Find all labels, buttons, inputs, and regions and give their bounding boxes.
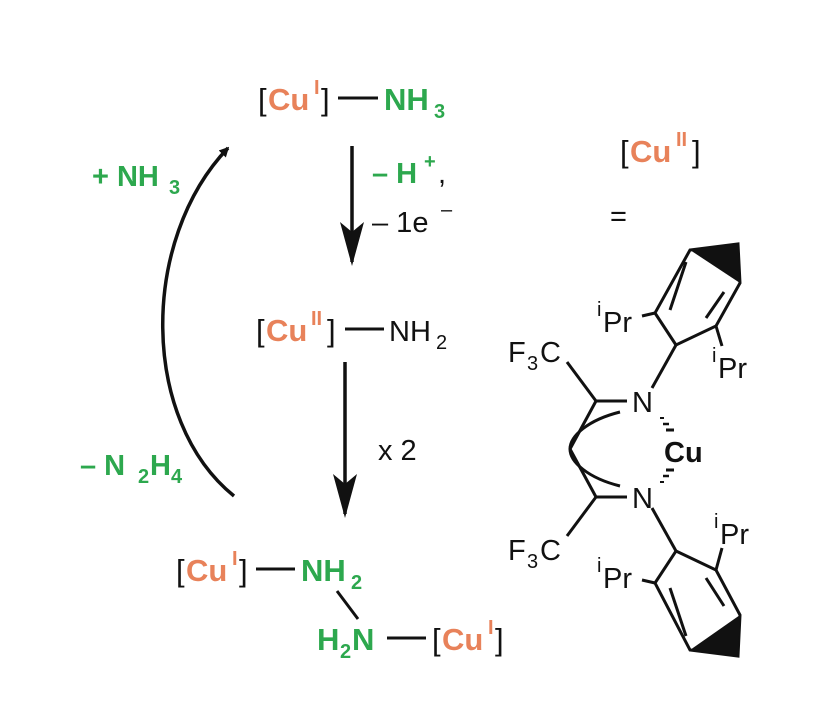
amido-ligand: NH: [389, 316, 431, 348]
aryl-ring-wedge-top: [690, 244, 740, 283]
svg-text:Pr: Pr: [603, 563, 632, 595]
aryl-inner-bond: [704, 291, 726, 319]
copper-symbol: Cu: [268, 82, 309, 117]
bracket-left: [: [620, 134, 629, 169]
oxidation-state-label: II: [311, 308, 322, 330]
ipr-bond: [714, 547, 724, 571]
bracket-left: [: [258, 82, 267, 117]
copper-symbol: Cu: [266, 313, 307, 348]
deprotonation-conditions: – H + , – 1e –: [372, 151, 453, 239]
svg-text:3: 3: [527, 353, 538, 375]
cu-ii-amido-complex: [ Cu II ] NH 2: [256, 308, 447, 354]
svg-text:C: C: [540, 337, 561, 369]
delocalization-arc: [568, 410, 621, 488]
amido-subscript: 2: [436, 332, 447, 354]
svg-text:F: F: [508, 337, 526, 369]
hydrazine-nh2-subscript: 2: [351, 572, 362, 594]
isopropyl-label: i Pr: [712, 345, 747, 385]
cu-ii-definition-label: [ Cu II ]: [620, 129, 701, 169]
nacnac-copper-structure: [565, 242, 742, 658]
svg-text:F: F: [508, 535, 526, 567]
backbone-bond-bottom: [568, 448, 598, 498]
oxidation-state-label: I: [314, 77, 320, 99]
proton-loss-label: – H: [372, 158, 417, 190]
cu-i-ammine-complex: [ Cu I ] NH 3: [258, 77, 445, 123]
hydrazine-n: N: [352, 622, 374, 657]
coupling-arrowhead: [333, 474, 357, 518]
ammonia-subscript: 3: [434, 101, 445, 123]
copper-symbol: Cu: [186, 553, 227, 588]
aryl-inner-bond: [668, 261, 688, 311]
bracket-right: ]: [239, 553, 248, 588]
aryl-inner-bond: [668, 587, 688, 637]
electron-loss-label: – 1e: [372, 207, 428, 239]
n-n-bond: [335, 590, 360, 620]
bracket-right: ]: [327, 313, 336, 348]
equals-sign: =: [610, 201, 627, 233]
coordination-bonds: [660, 417, 674, 483]
ammonia-add-subscript: 3: [169, 177, 180, 199]
ipr-bond: [641, 578, 656, 585]
bracket-left: [: [176, 553, 185, 588]
hydrazine-h-subscript: 4: [171, 466, 183, 488]
hydrazine-n-subscript: 2: [138, 466, 149, 488]
proton-charge: +: [424, 151, 436, 173]
svg-text:i: i: [597, 555, 601, 577]
ipr-bond: [714, 325, 724, 347]
svg-text:Pr: Pr: [720, 519, 749, 551]
svg-text:Pr: Pr: [718, 353, 747, 385]
hydrazine-release-label: – N 2 H 4: [80, 450, 183, 488]
dicopper-hydrazine-complex: [ Cu I ] NH 2 H 2 N [ Cu I ]: [176, 548, 504, 663]
svg-text:Pr: Pr: [603, 307, 632, 339]
ammonia-ligand: NH: [384, 82, 429, 117]
cf3-label-bottom: F 3 C: [508, 535, 561, 573]
isopropyl-label: i Pr: [597, 555, 632, 595]
hydrazine-loss-text: – N: [80, 450, 125, 482]
regeneration-arc-arrow: [161, 146, 236, 498]
nitrogen-top: N: [632, 387, 653, 419]
electron-charge: –: [441, 199, 453, 221]
hydrazine-nh2: NH: [301, 553, 346, 588]
isopropyl-label: i Pr: [714, 511, 749, 551]
ammonia-addition-label: + NH 3: [92, 161, 180, 199]
n-aryl-bond-top: [650, 344, 678, 389]
deprotonation-arrowhead: [340, 222, 364, 266]
svg-text:i: i: [714, 511, 718, 533]
nitrogen-bottom: N: [632, 483, 653, 515]
ipr-bond: [641, 311, 656, 318]
aryl-ring-wedge-bottom: [690, 615, 740, 656]
copper-symbol: Cu: [630, 134, 671, 169]
oxidation-state-label: I: [488, 617, 494, 639]
oxidation-state-label: II: [676, 129, 687, 151]
cf3-label-top: F 3 C: [508, 337, 561, 375]
backbone-bond-top: [568, 400, 598, 450]
conditions-comma: ,: [438, 158, 446, 190]
bracket-right: ]: [692, 134, 701, 169]
bracket-left: [: [432, 622, 441, 657]
svg-text:3: 3: [527, 551, 538, 573]
oxidation-state-label: I: [232, 548, 238, 570]
isopropyl-label: i Pr: [597, 299, 632, 339]
n-aryl-bond-bottom: [650, 507, 678, 552]
hydrazine-h2-subscript: 2: [340, 641, 351, 663]
aryl-inner-bond: [704, 577, 726, 607]
hydrazine-h-text: H: [150, 450, 171, 482]
svg-text:i: i: [597, 299, 601, 321]
copper-symbol: Cu: [442, 622, 483, 657]
svg-text:i: i: [712, 345, 716, 367]
stoichiometry-label: x 2: [378, 435, 417, 467]
svg-text:C: C: [540, 535, 561, 567]
ammonia-add-text: + NH: [92, 161, 159, 193]
cf3-carbon-bond-top: [565, 361, 598, 402]
copper-center: Cu: [664, 437, 703, 469]
hydrazine-h: H: [317, 622, 339, 657]
bracket-right: ]: [321, 82, 330, 117]
bracket-left: [: [256, 313, 265, 348]
bracket-right: ]: [495, 622, 504, 657]
cf3-carbon-bond-bottom: [565, 496, 598, 537]
